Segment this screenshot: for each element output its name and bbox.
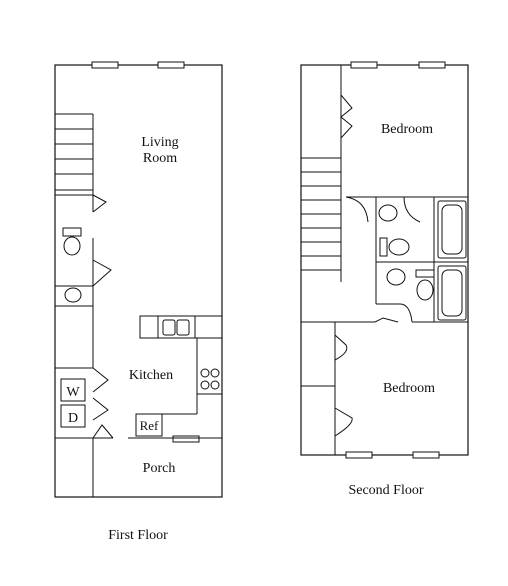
- window: [412, 451, 440, 459]
- first-floor-outer-wall: [54, 64, 223, 498]
- bedroom-bottom-label: Bedroom: [383, 381, 435, 396]
- kitchen-counter: [139, 315, 223, 395]
- closet-door: [340, 94, 353, 139]
- washer: W: [60, 378, 86, 402]
- second-floor-caption: Second Floor: [348, 483, 423, 498]
- dryer-label: D: [68, 411, 78, 426]
- door-swing: [92, 367, 109, 393]
- door-swing: [374, 317, 399, 323]
- first-floor-plan: W D Ref: [54, 61, 223, 543]
- toilet-icon: [415, 269, 435, 301]
- second-floor-outer-wall: [300, 64, 469, 456]
- bathtub-icon: [437, 200, 467, 259]
- window: [350, 61, 378, 69]
- sink-icon: [176, 319, 190, 336]
- door-swing: [92, 424, 114, 439]
- sink-icon: [162, 319, 176, 336]
- living-room-label-line1: Living: [141, 135, 178, 150]
- refrigerator-label: Ref: [140, 418, 159, 433]
- window: [418, 61, 446, 69]
- second-floor-plan: Bedroom Bedroom Second Floor: [300, 61, 469, 498]
- sink-icon: [64, 287, 82, 303]
- sink-icon: [386, 268, 406, 286]
- porch-label: Porch: [143, 461, 176, 476]
- bathtub-icon: [437, 265, 467, 321]
- refrigerator: Ref: [135, 413, 163, 437]
- closet-door: [334, 407, 353, 437]
- door-swing: [345, 196, 369, 223]
- window: [91, 61, 119, 69]
- kitchen-label: Kitchen: [129, 368, 173, 383]
- toilet-icon: [379, 237, 410, 257]
- door-swing: [92, 397, 109, 421]
- door-swing: [92, 194, 107, 213]
- window: [157, 61, 185, 69]
- first-floor-stairs: [55, 113, 94, 195]
- dryer: D: [60, 404, 86, 428]
- window: [345, 451, 373, 459]
- first-floor-caption: First Floor: [108, 528, 168, 543]
- door-swing: [399, 303, 413, 323]
- washer-label: W: [66, 385, 80, 400]
- bedroom-top-label: Bedroom: [381, 122, 433, 137]
- second-floor-stairs: [301, 157, 342, 282]
- stove-icon: [200, 368, 220, 390]
- toilet-icon: [62, 227, 82, 256]
- door-swing: [403, 196, 421, 223]
- closet-door: [334, 334, 348, 361]
- window: [172, 435, 200, 443]
- door-swing: [92, 259, 112, 287]
- sink-icon: [378, 204, 398, 222]
- living-room-label-line2: Room: [143, 151, 177, 166]
